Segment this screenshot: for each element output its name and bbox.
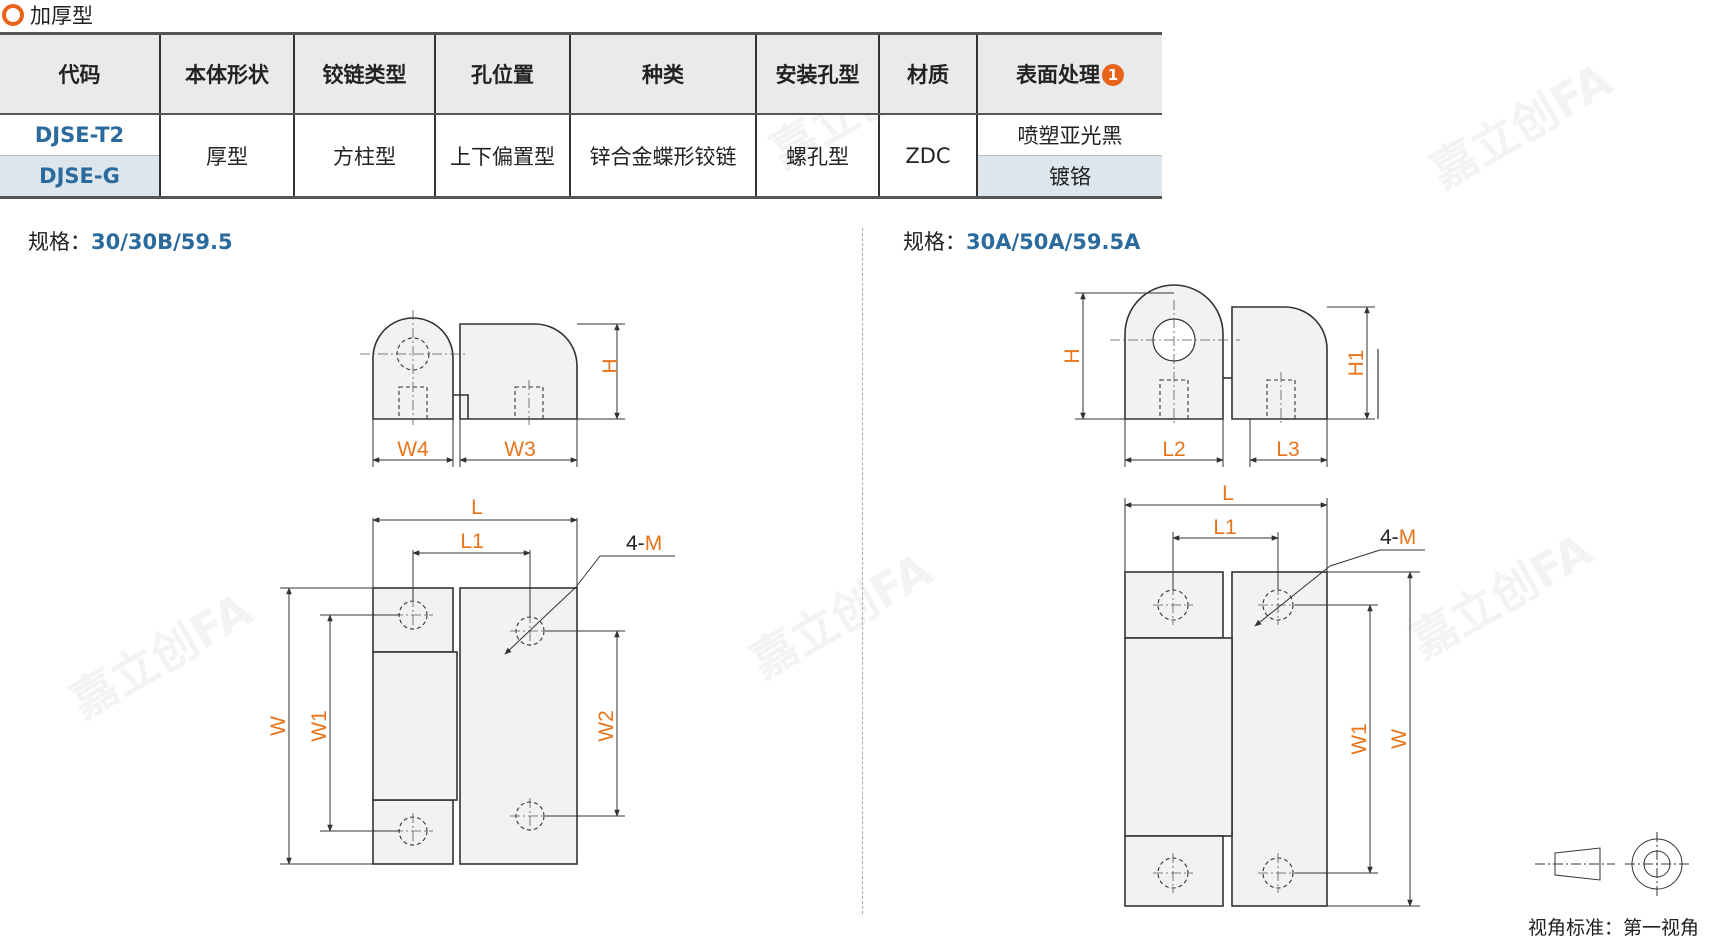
header-hinge-type: 铰链类型 — [294, 32, 436, 115]
dim-W4: W4 — [397, 438, 429, 461]
surface-cell: 喷塑亚光黑 — [977, 114, 1162, 156]
dim-L3: L3 — [1276, 438, 1299, 461]
body-shape-cell: 厚型 — [160, 114, 295, 199]
spec-value: 30/30B/59.5 — [91, 230, 233, 254]
left-spec-label: 规格：30/30B/59.5 — [28, 226, 233, 256]
view-standard-note: 视角标准：第一视角 — [1528, 917, 1700, 939]
dim-M-left: 4-M — [626, 532, 662, 555]
dim-W1-right: W1 — [1348, 723, 1371, 755]
dim-L1-right: L1 — [1213, 516, 1236, 539]
dim-H-right: H — [1061, 348, 1084, 363]
dim-W-right: W — [1388, 729, 1411, 749]
spec-value: 30A/50A/59.5A — [966, 230, 1141, 254]
circle-icon — [2, 4, 24, 26]
spec-key: 规格： — [28, 230, 91, 254]
note-badge: 1 — [1102, 64, 1124, 86]
leaf-plate — [1231, 571, 1328, 907]
code-cell: DJSE-T2 — [0, 114, 161, 156]
dim-L2: L2 — [1162, 438, 1185, 461]
divider-line — [862, 228, 863, 914]
table-row: DJSE-T2 厚型 方柱型 上下偏置型 锌合金蝶形铰链 螺孔型 ZDC 喷塑亚… — [0, 114, 1162, 199]
hinge-leaf-top-left — [459, 323, 578, 420]
material-cell: ZDC — [879, 114, 978, 199]
right-spec-label: 规格：30A/50A/59.5A — [903, 226, 1140, 256]
hole-position-cell: 上下偏置型 — [435, 114, 571, 199]
header-body-shape: 本体形状 — [160, 32, 295, 115]
dim-W2: W2 — [595, 710, 618, 742]
table-row: DJSE-G 镀铬 — [0, 155, 1162, 199]
dim-H1: H1 — [1345, 350, 1368, 377]
dim-L-right: L — [1222, 482, 1234, 505]
dim-L-left: L — [471, 496, 483, 519]
dim-W3: W3 — [504, 438, 536, 461]
section-title-text: 加厚型 — [30, 4, 93, 28]
spec-key: 规格： — [903, 230, 966, 254]
leaf-plate — [459, 587, 578, 865]
header-hole-position: 孔位置 — [435, 32, 571, 115]
mount-hole-cell: 螺孔型 — [756, 114, 880, 199]
header-code: 代码 — [0, 32, 161, 115]
dim-W-left: W — [267, 716, 290, 736]
kind-cell: 锌合金蝶形铰链 — [570, 114, 757, 199]
header-surface-label: 表面处理 — [1016, 63, 1100, 87]
dim-W1-left: W1 — [308, 710, 331, 742]
section-title: 加厚型 — [0, 0, 93, 30]
dim-M: M — [645, 532, 663, 555]
dim-M-right: 4-M — [1380, 526, 1416, 549]
hinge-type-cell: 方柱型 — [294, 114, 436, 199]
dim-M-prefix: 4- — [1380, 526, 1399, 549]
header-material: 材质 — [879, 32, 978, 115]
header-mount-hole: 安装孔型 — [756, 32, 880, 115]
dim-H-left: H — [599, 358, 622, 373]
header-kind: 种类 — [570, 32, 757, 115]
code-cell: DJSE-G — [0, 155, 161, 199]
surface-cell: 镀铬 — [977, 155, 1162, 199]
dim-M: M — [1399, 526, 1417, 549]
dim-L1-left: L1 — [460, 530, 483, 553]
hinge-leaf-top-right — [1231, 306, 1328, 420]
dim-M-prefix: 4- — [626, 532, 645, 555]
